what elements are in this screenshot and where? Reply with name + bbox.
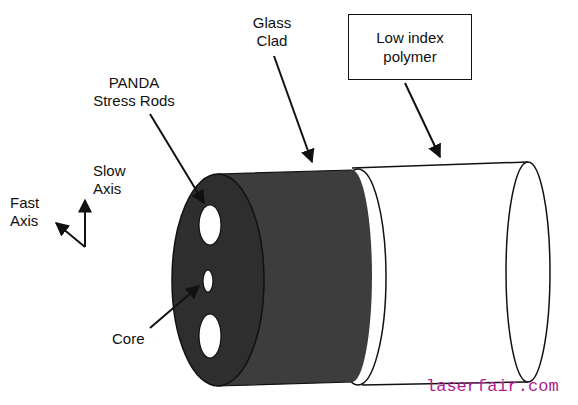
polymer-end	[506, 162, 550, 382]
glass-face	[172, 174, 264, 386]
part-label: Glass Clad	[240, 14, 304, 50]
core-symbol	[203, 270, 213, 292]
stress-rod	[199, 314, 221, 358]
box-text: Low index polymer	[370, 28, 450, 66]
polymer-edge	[352, 162, 528, 168]
stress-rod	[199, 205, 221, 245]
leader-line	[274, 56, 312, 162]
leader-line	[150, 286, 199, 328]
part-label: PANDA Stress Rods	[86, 74, 182, 110]
part-label: Core	[112, 330, 162, 348]
glass-end	[332, 170, 372, 382]
axis-arrow	[56, 223, 85, 247]
leader-line	[150, 114, 204, 203]
leader-line	[405, 83, 440, 157]
axis-arrow	[84, 200, 86, 247]
callout-box: Low index polymer	[348, 14, 472, 80]
polymer-face	[330, 169, 386, 385]
watermark: laserfair.com	[426, 378, 576, 396]
axis-label: Slow Axis	[93, 162, 137, 198]
axis-label: Fast Axis	[10, 194, 52, 230]
